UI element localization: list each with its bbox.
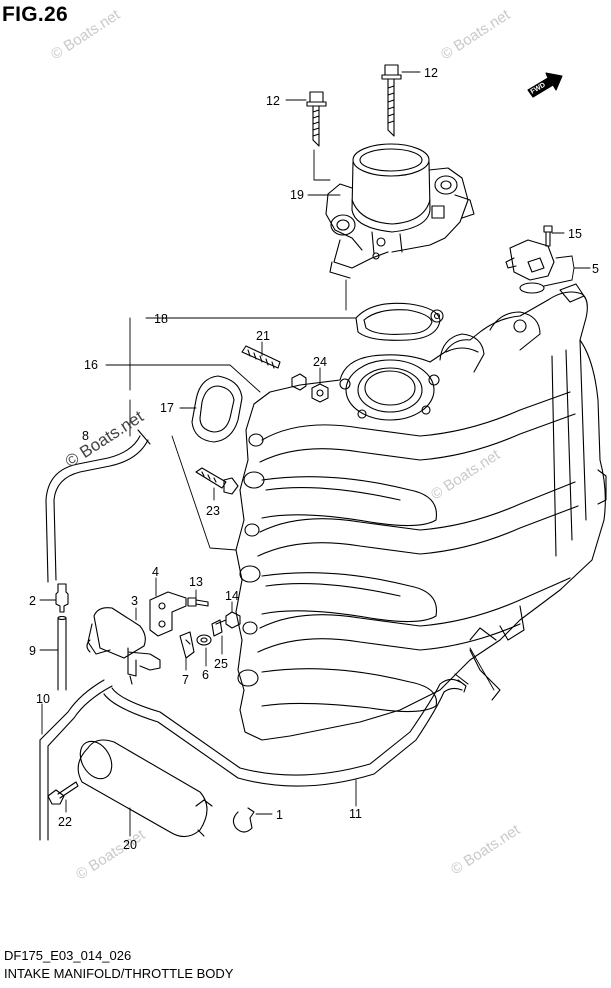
hose-10 [39, 679, 113, 841]
bracket-4 [149, 591, 187, 637]
clamp-1 [232, 807, 255, 833]
stud-21-icon [241, 345, 281, 369]
callout-6: 6 [202, 668, 209, 682]
diagram-caption: INTAKE MANIFOLD/THROTTLE BODY [4, 966, 234, 981]
callout-10: 10 [36, 692, 50, 706]
callout-3: 3 [131, 594, 138, 608]
watermark-faint-group: © Boats.net © Boats.net © Boats.net © Bo… [48, 6, 524, 884]
callout-11: 11 [349, 807, 362, 821]
watermark-main: © Boats.net [62, 407, 147, 472]
watermark-top-center: © Boats.net [48, 6, 124, 64]
callout-21: 21 [256, 329, 270, 343]
callout-1: 1 [276, 808, 283, 822]
callout-17: 17 [160, 401, 174, 415]
watermark-top-right: © Boats.net [438, 6, 514, 64]
callout-22: 22 [58, 815, 72, 829]
screw-15-icon [543, 225, 553, 247]
fwd-arrow-icon: FWD [527, 72, 563, 98]
figure-title: FIG.26 [2, 3, 68, 26]
throttle-body [325, 143, 475, 279]
callout-12-right: 12 [424, 66, 438, 80]
sensor-5-icon [505, 239, 555, 294]
callout-15: 15 [568, 227, 582, 241]
callout-18: 18 [154, 312, 168, 326]
callout-2: 2 [29, 594, 36, 608]
callout-4: 4 [152, 565, 159, 579]
callout-16: 16 [84, 358, 98, 372]
watermark-center: © Boats.net [428, 446, 504, 504]
hose-9 [57, 615, 67, 691]
bolt-22-icon [47, 781, 79, 805]
callout-23: 23 [206, 504, 220, 518]
gasket-18 [355, 302, 444, 341]
callout-14: 14 [225, 589, 239, 603]
hose-8 [45, 429, 151, 583]
watermark-bottom-center: © Boats.net [73, 826, 149, 884]
watermark-bottom-right: © Boats.net [448, 821, 524, 879]
callout-20: 20 [123, 838, 137, 852]
callout-9: 9 [29, 644, 36, 658]
clip-7 [179, 631, 195, 659]
intake-manifold [235, 283, 607, 741]
hose-11 [103, 678, 467, 787]
callout-24: 24 [313, 355, 327, 369]
bolt-12-right-icon [381, 64, 402, 137]
diagram-code: DF175_E03_014_026 [4, 948, 132, 963]
callout-12-left: 12 [266, 94, 280, 108]
collar-6 [196, 634, 212, 646]
bolt-13-icon [187, 597, 209, 607]
callout-7: 7 [182, 673, 189, 687]
canister-20 [77, 739, 213, 838]
valve-3 [86, 607, 161, 685]
callout-5: 5 [592, 262, 599, 276]
washer-25-icon [211, 619, 223, 637]
gasket-17 [191, 375, 243, 443]
callout-8: 8 [82, 429, 89, 443]
leader-lines [39, 71, 591, 837]
callout-labels: 12 12 19 15 5 18 21 16 24 17 8 23 4 13 2… [29, 66, 599, 852]
callout-25: 25 [214, 657, 228, 671]
fitting-2 [55, 583, 69, 613]
callout-13: 13 [189, 575, 203, 589]
nut-24-icon [291, 373, 329, 403]
bolt-23-icon [195, 467, 239, 495]
callout-19: 19 [290, 188, 304, 202]
bolt-12-left-icon [306, 91, 327, 147]
